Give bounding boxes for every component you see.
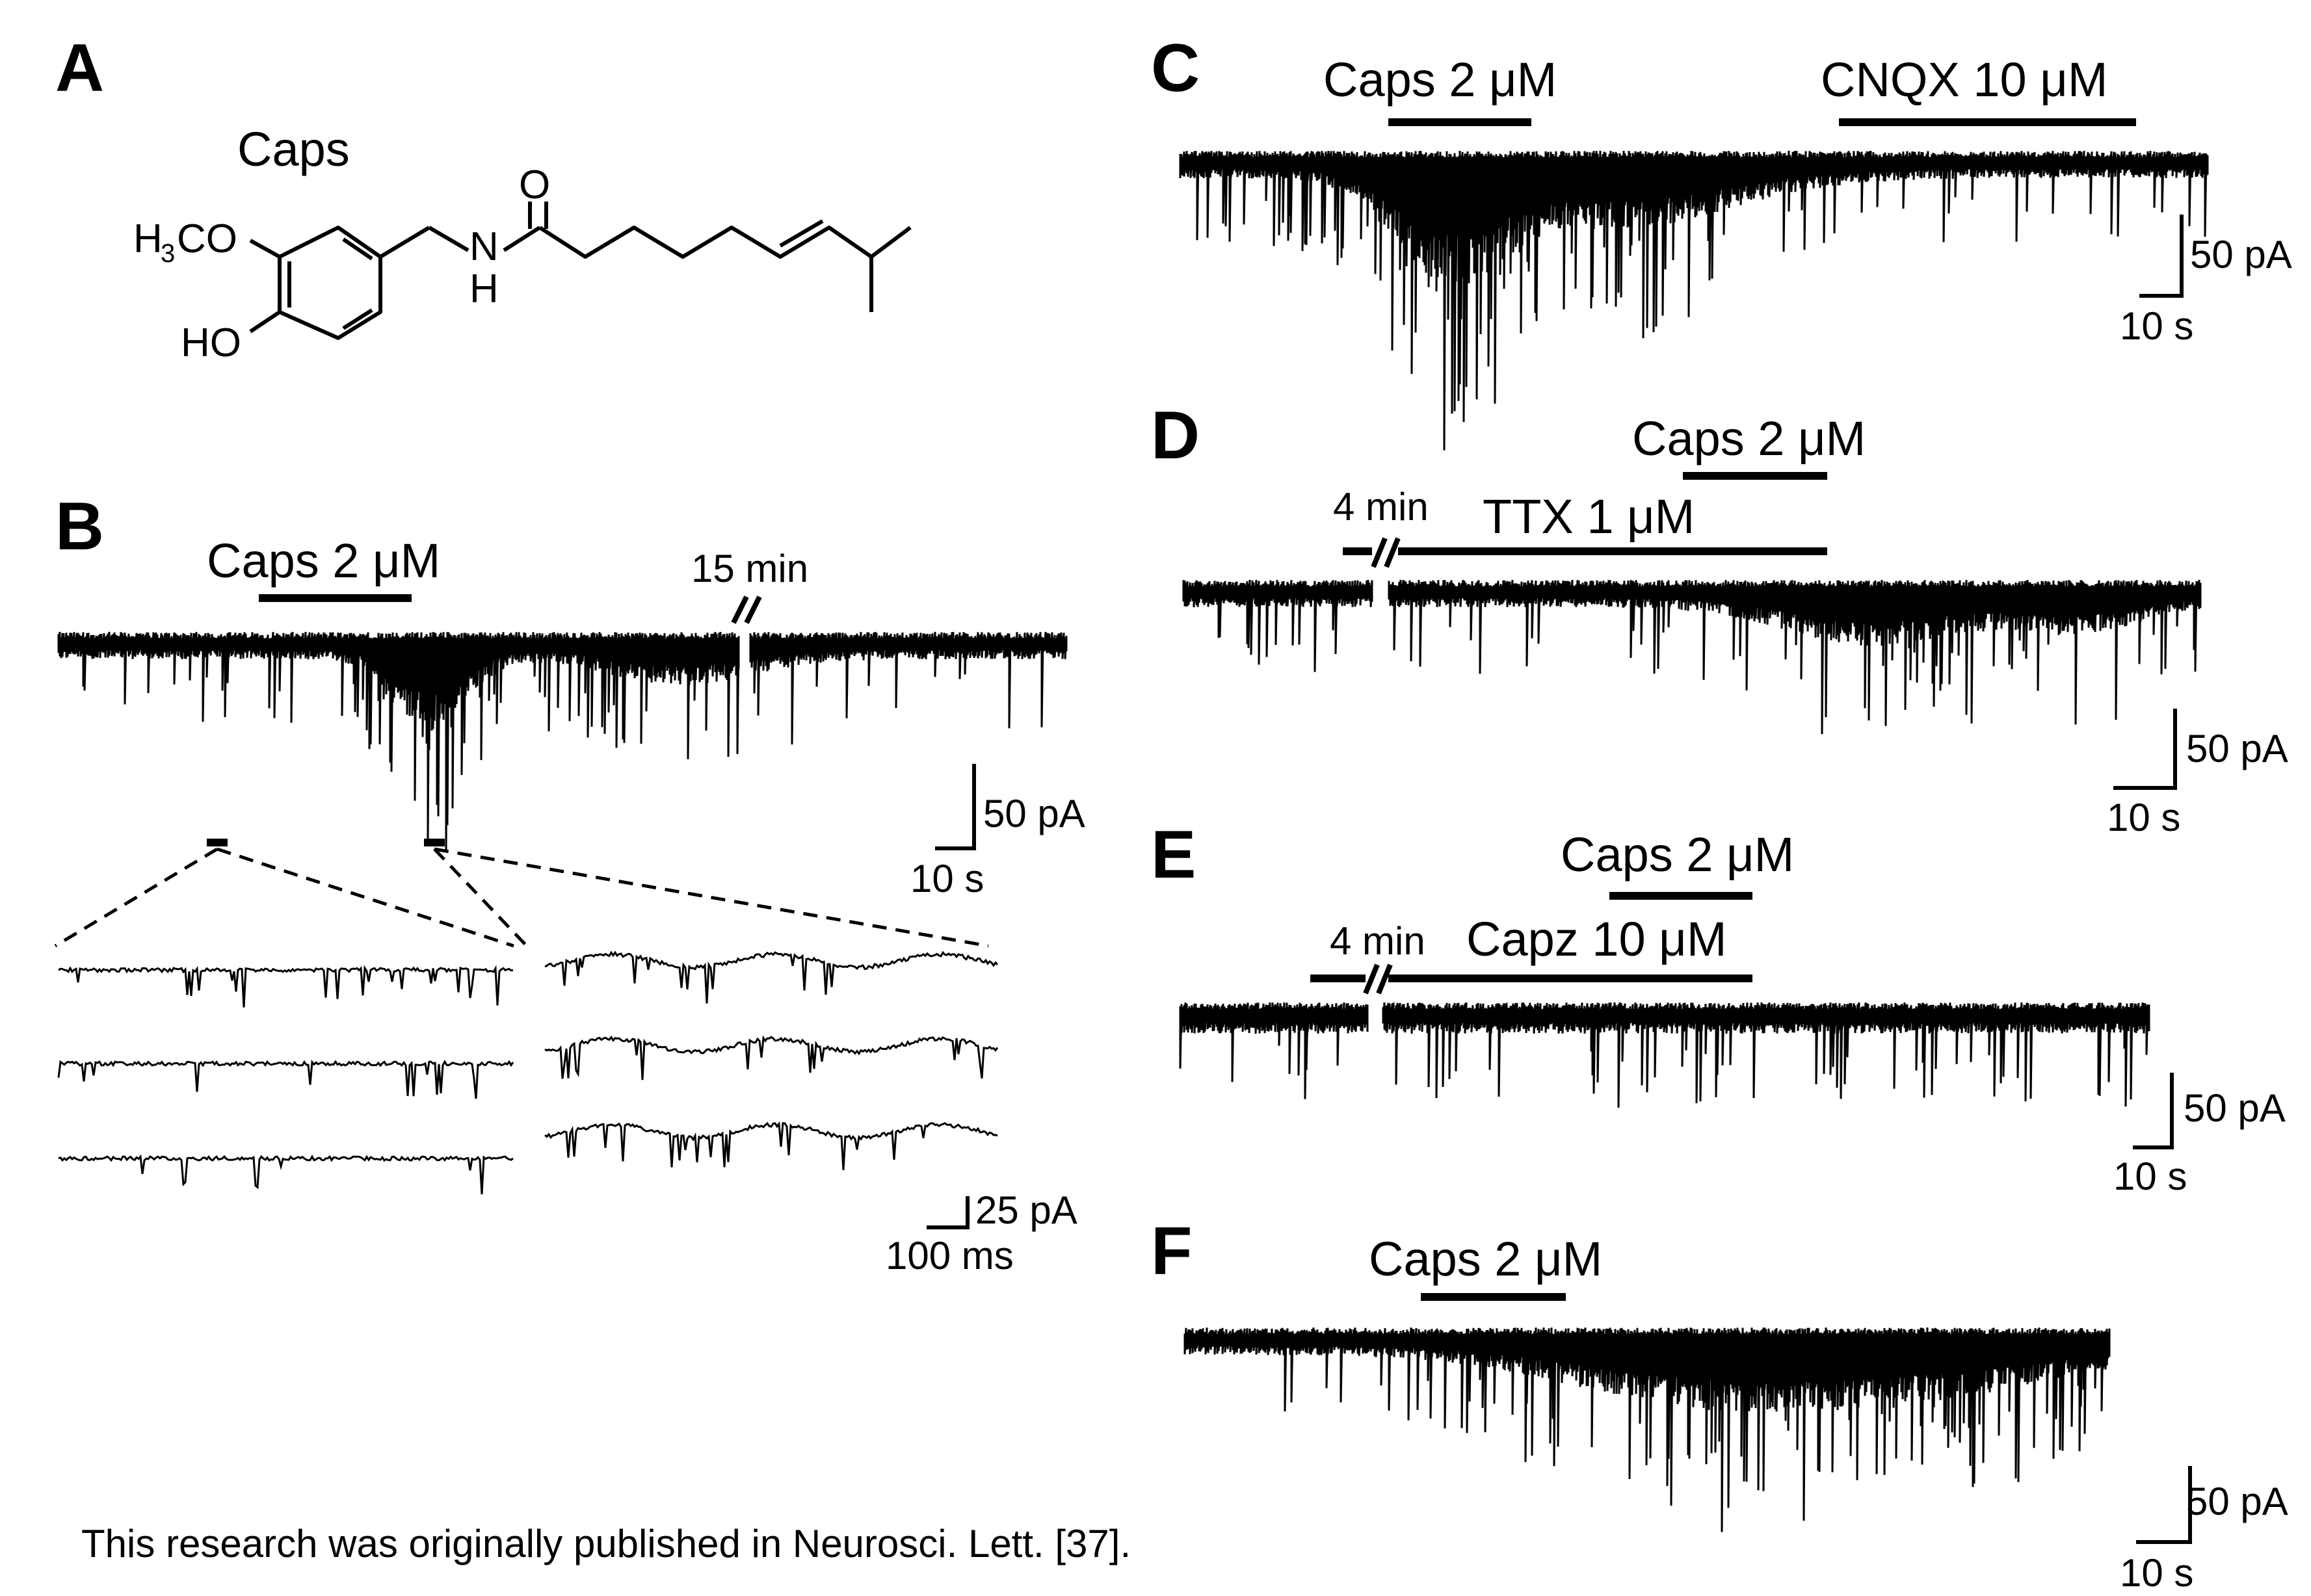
panel-label-a: A [55,31,104,106]
inset-scale-bar [927,1196,970,1229]
drug-label-caps-e: Caps 2 μM [1561,828,1794,882]
break-label-b: 15 min [691,547,808,590]
scale-time-c: 10 s [2120,304,2193,348]
panel-c: C Caps 2 μM CNQX 10 μM 50 pA 10 s [1151,31,2292,451]
scale-current-d: 50 pA [2186,727,2288,770]
panel-label-e: E [1151,817,1196,893]
break-mark-e [1363,963,1393,995]
panel-b: B Caps 2 μM 15 min 50 pA 10 s 25 pA 100 … [54,489,1085,1277]
capsaicin-structure: H 3 CO HO N H O [133,163,912,365]
scale-bar-c [2139,215,2184,298]
methoxy-subscript: 3 [161,239,175,268]
scale-time-d: 10 s [2107,796,2180,839]
panel-label-c: C [1151,31,1200,106]
current-trace-e [1179,1002,2150,1108]
scale-current-f: 50 pA [2186,1480,2288,1523]
current-trace-f [1183,1327,2111,1532]
panel-label-f: F [1151,1214,1193,1289]
drug-label-cnqx-c: CNQX 10 μM [1821,53,2108,107]
drug-label-caps-b: Caps 2 μM [207,534,440,588]
drug-label-caps-c: Caps 2 μM [1323,53,1557,107]
inset-traces [57,950,999,1195]
panel-f: F Caps 2 μM 50 pA 10 s [1151,1214,2288,1595]
break-label-e: 4 min [1330,919,1425,963]
scale-bar-d [2113,709,2177,790]
inset-scale-time: 100 ms [886,1234,1014,1277]
break-mark-b [731,595,762,624]
methoxy-h: H [133,216,163,261]
expansion-line [54,847,218,948]
scale-time-f: 10 s [2120,1551,2193,1595]
panel-a: A Caps H 3 CO HO N H O [55,31,912,365]
panel-label-d: D [1151,398,1200,473]
hydroxy-group: HO [181,321,241,365]
carbonyl-o: O [519,163,550,207]
inset-trace-control [57,1060,514,1099]
current-trace-c [1179,150,2209,451]
current-trace-b [57,631,1068,850]
amide-n: N [469,224,499,269]
scale-bar-f [2136,1466,2192,1544]
drug-label-capz-e: Capz 10 μM [1466,912,1726,966]
break-mark-d [1371,537,1401,568]
amide-h: H [469,267,499,311]
expansion-line [217,847,514,948]
panel-label-b: B [55,489,104,564]
compound-name: Caps [237,122,350,176]
drug-label-ttx-d: TTX 1 μM [1483,490,1695,543]
panel-d: D Caps 2 μM 4 min TTX 1 μM 50 pA 10 s [1151,398,2288,839]
inset-scale-current: 25 pA [975,1188,1077,1232]
scale-time-b: 10 s [910,857,984,900]
panel-e: E Caps 2 μM 4 min Capz 10 μM 50 pA 10 s [1151,817,2286,1198]
drug-label-caps-d: Caps 2 μM [1632,412,1866,465]
inset-trace-caps [544,950,999,1004]
expansion-line [434,847,989,948]
figure-caption: This research was originally published i… [81,1522,1131,1565]
inset-trace-caps [544,1121,998,1170]
break-label-d: 4 min [1333,485,1429,529]
drug-label-caps-f: Caps 2 μM [1369,1232,1602,1286]
scale-current-e: 50 pA [2184,1086,2286,1130]
scale-bar-b [935,764,976,850]
scale-bar-e [2133,1073,2174,1149]
methoxy-co: CO [177,216,237,261]
current-trace-d [1182,579,2202,735]
scale-current-b: 50 pA [983,792,1085,835]
inset-trace-control [58,1154,514,1195]
scale-current-c: 50 pA [2190,233,2292,276]
inset-trace-control [58,965,514,1008]
inset-trace-caps [544,1035,999,1080]
scale-time-e: 10 s [2113,1155,2187,1198]
